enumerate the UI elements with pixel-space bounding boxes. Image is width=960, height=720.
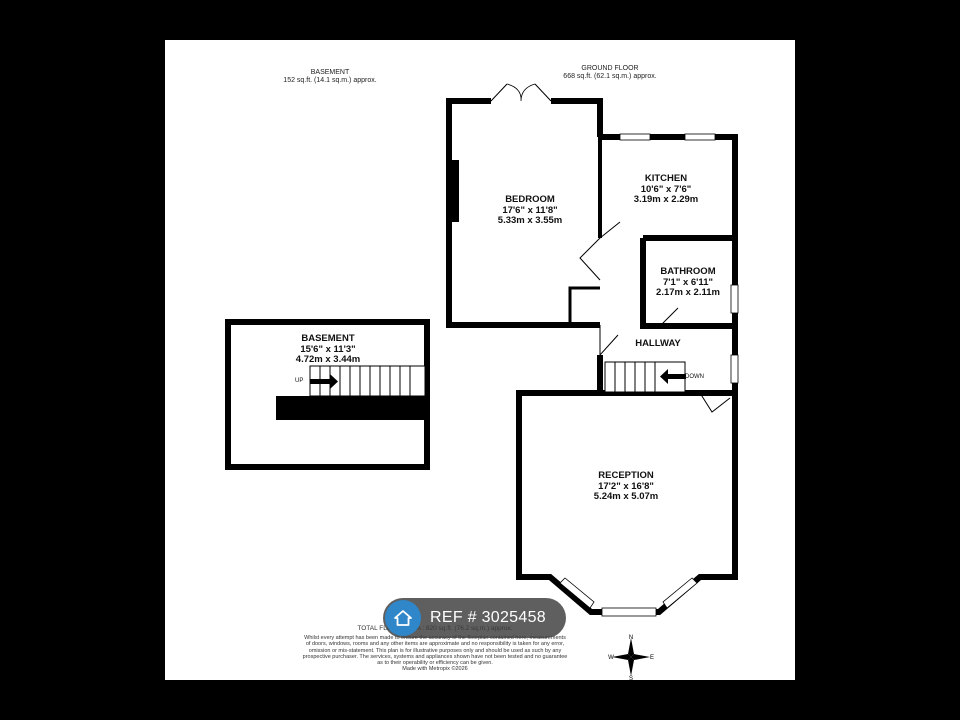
room-imperial: 7'1" x 6'11" [663, 276, 713, 288]
bathroom-walls [640, 238, 738, 329]
up-arrow [310, 374, 338, 389]
down-arrow [660, 369, 686, 384]
room-imperial: 10'6" x 7'6" [640, 183, 692, 195]
room-bathroom: BATHROOM 7'1" x 6'11" 2.17m x 2.11m [628, 266, 748, 299]
compass-e: E [650, 655, 654, 661]
floorplan-sheet [165, 40, 795, 680]
compass-w: W [608, 655, 614, 661]
reference-badge: REF # 3025458 [383, 598, 566, 638]
room-reception: RECEPTION 17'2" x 16'8" 5.24m x 5.07m [566, 470, 686, 503]
basement-header-title: BASEMENT [310, 69, 350, 76]
bay-window-front [601, 607, 657, 617]
room-name: HALLWAY [635, 338, 681, 349]
compass-n: N [629, 635, 633, 641]
kitchen-walls [600, 134, 738, 241]
room-imperial: 17'6" x 11'8" [502, 204, 558, 216]
room-kitchen: KITCHEN 10'6" x 7'6" 3.19m x 2.29m [606, 173, 726, 206]
reference-number: REF # 3025458 [430, 609, 546, 626]
room-hallway: HALLWAY [618, 338, 698, 350]
bay-window-left [559, 577, 595, 609]
room-metric: 3.19m x 2.29m [633, 194, 699, 205]
disclaimer-line: as to their operability or efficiency ca… [377, 660, 493, 667]
room-name: KITCHEN [644, 173, 688, 184]
disclaimer-line: of doors, windows, rooms and any other i… [305, 641, 565, 648]
ground-header: GROUND FLOOR 668 sq.ft. (62.1 sq.m.) app… [545, 65, 675, 81]
reception-walls [516, 390, 738, 615]
disclaimer-line: Whilst every attempt has been made to en… [304, 635, 566, 642]
basement-header-area: 152 sq.ft. (14.1 sq.m.) approx. [283, 77, 377, 84]
ground-header-title: GROUND FLOOR [581, 65, 639, 72]
basement-header: BASEMENT 152 sq.ft. (14.1 sq.m.) approx. [270, 69, 390, 85]
disclaimer-line: omission or mis-statement. This plan is … [308, 647, 562, 654]
home-icon [385, 600, 421, 636]
room-imperial: 15'6" x 11'3" [300, 343, 356, 355]
room-metric: 2.17m x 2.11m [656, 287, 720, 298]
room-metric: 5.33m x 3.55m [497, 215, 563, 226]
kitchen-window-1 [619, 133, 651, 141]
basement-walls [225, 319, 430, 470]
stair-up-label: UP [295, 378, 304, 384]
disclaimer: TOTAL FLOOR AREA : 820 sq.ft. (76.2 sq.m… [300, 625, 570, 673]
disclaimer-line: Made with Metropix ©2026 [402, 666, 468, 673]
front-door [699, 392, 731, 413]
french-doors [490, 83, 552, 102]
kitchen-window-2 [684, 133, 716, 141]
basement-stair-block [276, 396, 427, 420]
room-name: BATHROOM [660, 266, 716, 277]
stair-down-label: DOWN [685, 374, 704, 380]
compass-s: S [629, 676, 633, 680]
room-metric: 5.24m x 5.07m [593, 491, 659, 502]
bay-window-right [662, 577, 698, 609]
room-name: RECEPTION [598, 470, 654, 481]
disclaimer-line: prospective purchaser. The services, sys… [302, 653, 568, 660]
compass-icon: N E S W [608, 634, 654, 682]
bedroom-walls [446, 98, 600, 328]
ground-header-area: 668 sq.ft. (62.1 sq.m.) approx. [563, 73, 657, 80]
chimney-breast [450, 160, 459, 222]
bathroom-window [730, 284, 739, 314]
room-imperial: 17'2" x 16'8" [598, 480, 654, 492]
room-name: BASEMENT [301, 333, 355, 344]
room-basement: BASEMENT 15'6" x 11'3" 4.72m x 3.44m [268, 333, 388, 366]
room-name: BEDROOM [505, 194, 555, 205]
room-metric: 4.72m x 3.44m [295, 354, 361, 365]
room-bedroom: BEDROOM 17'6" x 11'8" 5.33m x 3.55m [470, 194, 590, 227]
